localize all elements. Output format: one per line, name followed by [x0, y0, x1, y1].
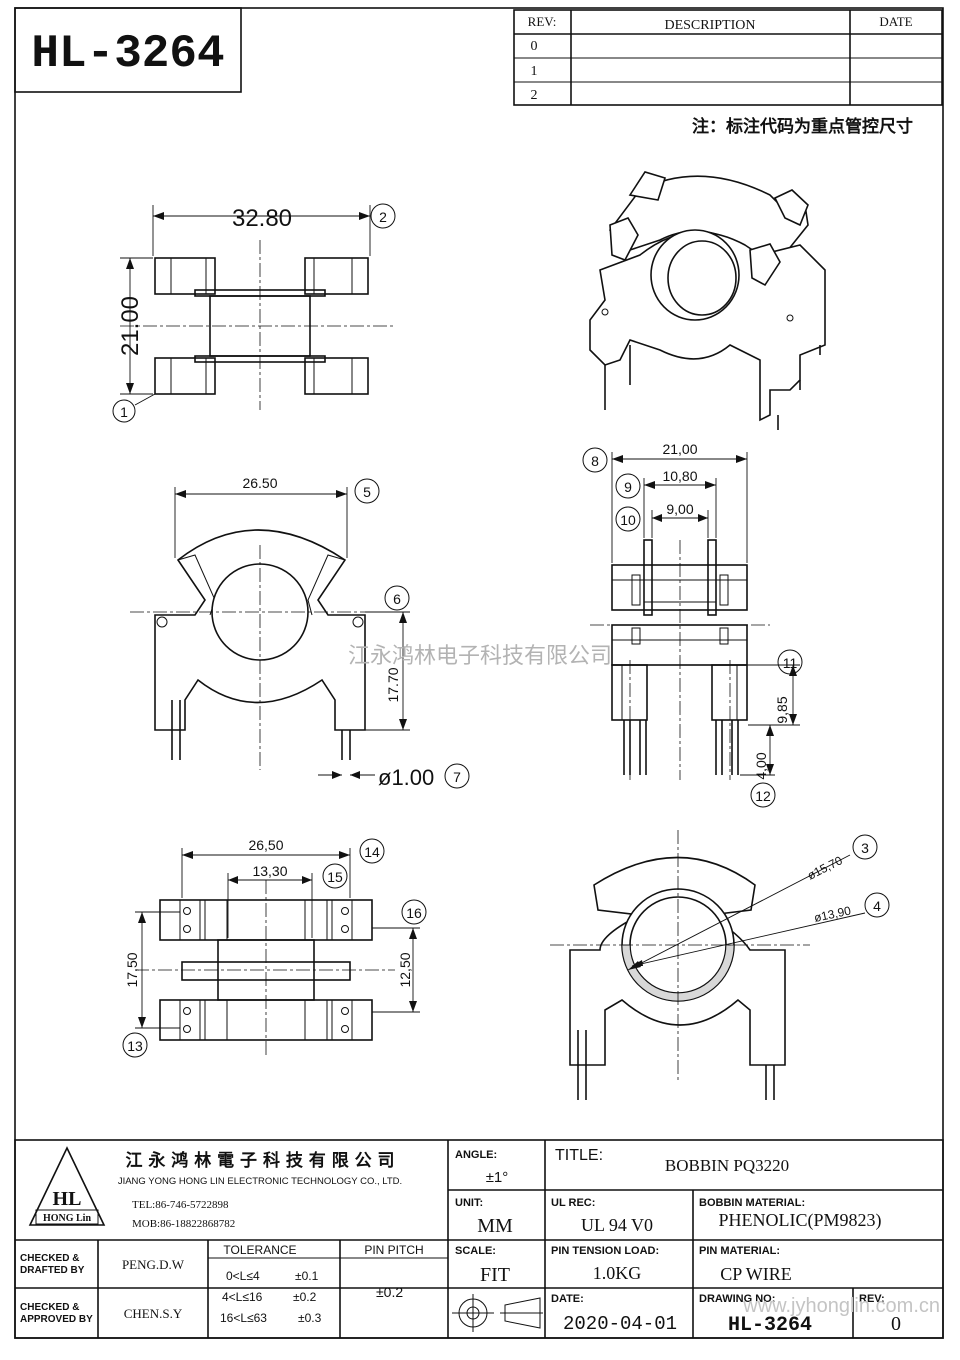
- rev-row: 1: [531, 64, 538, 79]
- note-text: 注：标注代码为重点管控尺寸: [692, 116, 913, 137]
- date-label: DATE:: [551, 1293, 584, 1305]
- callout-3: 3: [861, 840, 869, 856]
- callout-2: 2: [379, 209, 387, 225]
- rev-value: 0: [891, 1313, 901, 1335]
- scale-label: SCALE:: [455, 1245, 496, 1257]
- front-pin-dim: ø1.00: [378, 765, 434, 790]
- ulrec-value: UL 94 V0: [581, 1215, 653, 1235]
- callout-13: 13: [127, 1038, 143, 1054]
- angle-value: ±1°: [486, 1169, 509, 1186]
- company-en: JIANG YONG HONG LIN ELECTRONIC TECHNOLOG…: [118, 1176, 402, 1187]
- bottom-d175-dim: 17,50: [124, 952, 140, 987]
- drawing-no-value: HL-3264: [728, 1314, 812, 1337]
- description-header: DESCRIPTION: [664, 18, 755, 33]
- callout-10: 10: [620, 512, 636, 528]
- callout-16: 16: [406, 905, 422, 921]
- tolerance-range: 16<L≤63: [220, 1311, 267, 1325]
- title-value: BOBBIN PQ3220: [665, 1156, 789, 1175]
- logo-text: HL: [53, 1188, 82, 1210]
- bottom-d125-dim: 12,50: [397, 952, 413, 987]
- logo-triangle-icon: [28, 1146, 106, 1226]
- section-d157-dim: ø15,70: [805, 853, 845, 883]
- unit-label: UNIT:: [455, 1197, 483, 1209]
- part-number: HL-3264: [31, 28, 224, 80]
- title-block: HL HONG Lin 江 永 鸿 林 電 子 科 技 有 限 公 司 JIAN…: [14, 1139, 944, 1339]
- mob: MOB:86-18822868782: [132, 1218, 235, 1230]
- company-cn: 江 永 鸿 林 電 子 科 技 有 限 公 司: [125, 1150, 394, 1171]
- scale-value: FIT: [480, 1264, 510, 1286]
- tolerance-value: ±0.2: [293, 1290, 317, 1304]
- callout-4: 4: [873, 898, 881, 914]
- side-d108-dim: 10,80: [662, 468, 697, 484]
- side-d4-dim: 4,00: [753, 752, 769, 779]
- unit-value: MM: [477, 1215, 513, 1237]
- callout-11: 11: [783, 655, 798, 671]
- top-view: 32.80 21.00 1 2: [112, 203, 396, 423]
- watermark-cn: 江永鸿林电子科技有限公司: [348, 644, 612, 669]
- pin-pitch-label: PIN PITCH: [364, 1243, 423, 1257]
- callout-14: 14: [364, 844, 380, 860]
- callout-12: 12: [755, 788, 771, 804]
- tolerance-value: ±0.3: [298, 1311, 322, 1325]
- callout-8: 8: [591, 453, 599, 469]
- checked-drafted-label: CHECKED &: [20, 1253, 79, 1264]
- bottom-d265-dim: 26,50: [248, 837, 283, 853]
- tolerance-value: ±0.1: [295, 1269, 319, 1283]
- pin-material-value: CP WIRE: [720, 1264, 792, 1284]
- pin-material-label: PIN MATERIAL:: [699, 1245, 780, 1257]
- rev-row: 2: [531, 88, 538, 103]
- pin-pitch-value: ±0.2: [376, 1284, 403, 1300]
- pin-tension-label: PIN TENSION LOAD:: [551, 1245, 659, 1257]
- tolerance-range: 4<L≤16: [222, 1290, 263, 1304]
- checked-approved-label: APPROVED BY: [20, 1314, 93, 1325]
- callout-15: 15: [327, 869, 343, 885]
- tel: TEL:86-746-5722898: [132, 1199, 229, 1211]
- drafted-by: PENG.D.W: [122, 1257, 185, 1272]
- top-height-dim: 21.00: [117, 296, 144, 356]
- date-value: 2020-04-01: [563, 1313, 677, 1335]
- side-d9-dim: 9,00: [666, 501, 693, 517]
- callout-9: 9: [624, 479, 632, 495]
- callout-1: 1: [120, 404, 128, 420]
- bobbin-material-label: BOBBIN MATERIAL:: [699, 1197, 805, 1209]
- pin-tension-value: 1.0KG: [593, 1263, 642, 1283]
- rev-label: REV:: [859, 1293, 885, 1305]
- front-height-dim: 17.70: [385, 667, 401, 702]
- front-width-dim: 26.50: [242, 475, 277, 491]
- rev-header: REV:: [528, 14, 557, 29]
- tolerance-range: 0<L≤4: [226, 1269, 260, 1283]
- angle-label: ANGLE:: [455, 1149, 497, 1161]
- title-label: TITLE:: [555, 1147, 603, 1164]
- watermark-url: www.jyhonglin.com.cn: [742, 1295, 940, 1317]
- revision-table: REV: DESCRIPTION DATE 0 1 2: [513, 9, 943, 106]
- section-d139-dim: ø13,90: [813, 903, 853, 925]
- part-number-box: [14, 7, 242, 93]
- callout-7: 7: [453, 769, 461, 785]
- side-view: 21,00 10,80 9,00 9,85 4,00 8 9 10: [582, 441, 803, 808]
- date-header: DATE: [879, 14, 912, 29]
- bottom-view: 26,50 13,30 17,50 12,50 13 14 15 16: [122, 837, 427, 1058]
- logo-sub: HONG Lin: [43, 1213, 92, 1224]
- isometric-view: [589, 171, 826, 430]
- side-d21-dim: 21,00: [662, 441, 697, 457]
- front-view: 26.50 17.70 ø1.00 5 6 7: [130, 475, 470, 790]
- rev-row: 0: [531, 39, 538, 54]
- bottom-d133-dim: 13,30: [252, 863, 287, 879]
- section-view: ø15,70 ø13,90 3 4: [550, 830, 890, 1100]
- side-d985-dim: 9,85: [774, 696, 790, 723]
- checked-drafted-label: DRAFTED BY: [20, 1265, 85, 1276]
- drawing-no-label: DRAWING NO:: [699, 1293, 775, 1305]
- callout-6: 6: [393, 591, 401, 607]
- projection-symbol-icon: [452, 1294, 543, 1332]
- ulrec-label: UL REC:: [551, 1197, 595, 1209]
- top-width-dim: 32.80: [232, 205, 292, 232]
- approved-by: CHEN.S.Y: [124, 1306, 183, 1321]
- tolerance-label: TOLERANCE: [223, 1243, 296, 1257]
- bobbin-material-value: PHENOLIC(PM9823): [718, 1210, 881, 1231]
- checked-approved-label: CHECKED &: [20, 1302, 79, 1313]
- callout-5: 5: [363, 484, 371, 500]
